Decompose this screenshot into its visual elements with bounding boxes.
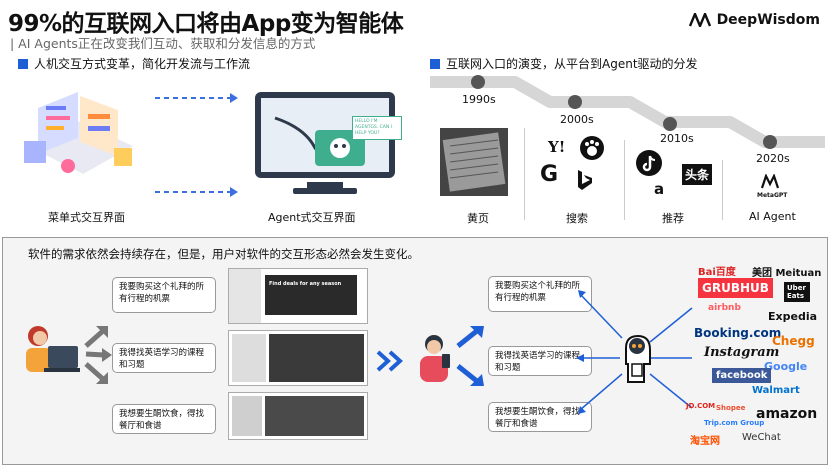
menu-interface-caption: 菜单式交互界面 (48, 211, 125, 224)
evolution-staircase (430, 75, 825, 149)
facebook-logo: facebook (712, 368, 772, 383)
chevron-right-icon (376, 350, 403, 372)
walmart-logo: Walmart (752, 385, 800, 396)
divider (722, 160, 723, 220)
deepwisdom-icon (688, 13, 711, 27)
era-year-2020s: 2020s (756, 152, 790, 165)
agent-query-box-flights: 我要购买这个礼拜的所有行程的机票 (488, 276, 592, 312)
era-label-search: 搜索 (566, 212, 588, 225)
yahoo-icon: Y! (548, 138, 566, 156)
query-box-keto: 我想要生酮饮食，得找餐厅和食谱 (112, 404, 216, 434)
agent-connections (576, 290, 693, 414)
baidu-paw-icon (580, 136, 604, 160)
google-logo: Google (764, 360, 808, 373)
era-label-ai-agent: AI Agent (749, 210, 796, 223)
bing-icon (578, 170, 592, 190)
panel-statement: 软件的需求依然会持续存在，但是，用户对软件的交互形态必然会发生变化。 (28, 247, 419, 261)
left-section-heading: 人机交互方式变革，简化开发流与工作流 (18, 55, 250, 72)
screenshot-language-site (228, 330, 368, 386)
screenshot-food-site (228, 392, 368, 440)
baidu-logo: Bai百度 (698, 267, 736, 278)
query-box-flights: 我要购买这个礼拜的所有行程的机票 (112, 277, 216, 313)
query-box-english: 我得找英语学习的课程和习题 (112, 343, 216, 373)
era-label-recommendation: 推荐 (662, 212, 684, 225)
right-heading-text: 互联网入口的演变，从平台到Agent驱动的分发 (446, 57, 698, 71)
shopee-logo: Shopee (716, 404, 746, 412)
divider (524, 128, 525, 220)
tiktok-icon (636, 150, 662, 176)
agent-head-icon (625, 334, 651, 383)
divider (624, 140, 625, 220)
agent-speech-bubble: HELLO I'M AGENTGS. CAN I HELP YOU? (352, 116, 402, 140)
chegg-logo: Chegg (772, 334, 815, 348)
meituan-logo: 美团 Meituan (752, 268, 822, 279)
agent-interface-caption: Agent式交互界面 (268, 211, 356, 224)
tripcom-logo: Trip.com Group (704, 419, 765, 427)
bullet-square-icon (430, 58, 440, 69)
google-icon: G (540, 162, 559, 187)
jd-logo: JD.COM (686, 402, 716, 410)
toutiao-icon: 头条 (682, 164, 713, 185)
era-year-1990s: 1990s (462, 93, 496, 106)
era-year-2010s: 2010s (660, 132, 694, 145)
instagram-logo: Instagram (704, 345, 780, 360)
brand-logo: DeepWisdom (688, 12, 820, 28)
person-laptop-illustration (26, 326, 80, 372)
brand-name: DeepWisdom (716, 12, 820, 28)
transition-arrows (155, 93, 238, 197)
page-title: 99%的互联网入口将由App变为智能体 (8, 11, 404, 37)
agent-query-box-english: 我得找英语学习的课程和习题 (488, 346, 592, 376)
amazon-logo: amazon (756, 406, 818, 422)
right-section-heading: 互联网入口的演变，从平台到Agent驱动的分发 (430, 55, 698, 72)
left-heading-text: 人机交互方式变革，简化开发流与工作流 (34, 57, 251, 71)
agent-interface-illustration (255, 92, 395, 194)
bullet-square-icon (18, 58, 28, 69)
travel-site-headline: Find deals for any season (269, 281, 342, 287)
agent-query-box-keto: 我想要生酮饮食，得找餐厅和食谱 (488, 402, 592, 432)
metagpt-icon (760, 174, 780, 189)
metagpt-label: MetaGPT (757, 192, 788, 199)
airbnb-logo: airbnb (708, 303, 741, 313)
menu-interface-illustration (24, 92, 133, 174)
era-year-2000s: 2000s (560, 113, 594, 126)
page-subtitle: | AI Agents正在改变我们互动、获取和分发信息的方式 (10, 36, 316, 51)
booking-logo: Booking.com (694, 326, 782, 340)
ubereats-logo: Uber Eats (784, 282, 810, 302)
grubhub-logo: GRUBHUB (698, 278, 773, 298)
screenshot-travel-site: Find deals for any season (228, 268, 368, 324)
amazon-small-icon: a (654, 180, 665, 198)
branch-arrows-left (84, 326, 112, 384)
taobao-logo: 淘宝网 (690, 436, 720, 447)
era-label-yellow-pages: 黄页 (467, 212, 489, 225)
expedia-logo: Expedia (768, 310, 818, 323)
branch-arrows-right (456, 326, 484, 386)
wechat-logo: WeChat (742, 432, 781, 443)
person-phone-illustration (420, 335, 450, 382)
yellow-pages-image (440, 128, 508, 196)
